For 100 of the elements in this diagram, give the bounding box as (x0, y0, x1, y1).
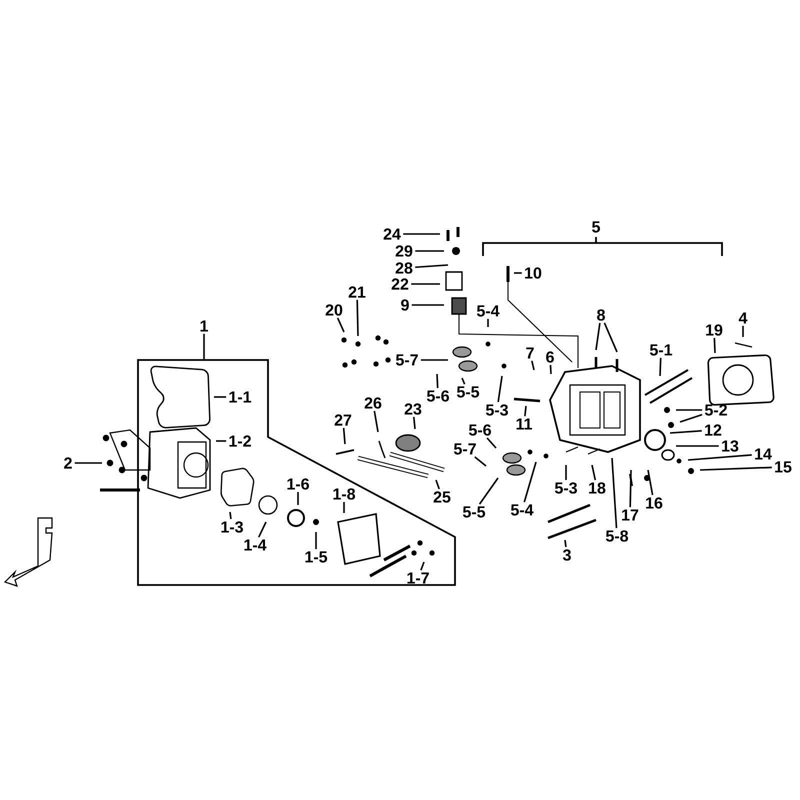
leader-line (461, 378, 466, 384)
callout-number: 5-4 (476, 305, 500, 317)
leader-line (688, 454, 752, 461)
leader-line (742, 326, 744, 337)
leader-line (591, 464, 596, 480)
leader-line (203, 334, 205, 360)
callout-number: 1-3 (221, 521, 243, 533)
callout-number: 10 (525, 267, 542, 279)
callout-number: 11 (516, 418, 532, 430)
leader-line (214, 396, 226, 398)
leader-line (474, 456, 487, 467)
callout-number: 19 (706, 324, 722, 336)
callout-number: 24 (384, 228, 401, 240)
callout-number: 5 (592, 221, 600, 233)
leader-line (258, 522, 267, 538)
leader-line (486, 437, 497, 449)
callout-number: 26 (364, 397, 382, 409)
leader-line (604, 322, 618, 352)
callout-number: 5-3 (486, 404, 508, 416)
callout-number: 16 (646, 497, 662, 509)
leader-line (514, 272, 522, 274)
callout-number: 15 (775, 461, 792, 473)
callout-number: 13 (722, 440, 738, 452)
callout-number: 22 (392, 278, 408, 290)
callout-number: 5-6 (468, 424, 491, 436)
leader-line (700, 466, 772, 471)
leader-line (412, 304, 444, 306)
leader-line (436, 374, 438, 388)
callout-number: 2 (64, 457, 72, 469)
callout-number: 1-6 (287, 478, 309, 490)
leader-line (343, 502, 345, 513)
leader-line (74, 462, 102, 464)
leader-line (478, 478, 499, 505)
callout-number: 25 (434, 491, 450, 503)
leader-line (497, 376, 503, 402)
leader-line (676, 445, 719, 447)
callout-number: 1-5 (305, 551, 328, 563)
leader-line (550, 364, 552, 374)
leader-line (531, 360, 535, 370)
callout-number: 29 (396, 245, 412, 257)
leader-line (374, 410, 379, 432)
callout-number: 5-5 (462, 506, 486, 518)
callout-number: 1-4 (244, 540, 266, 550)
leader-line (411, 283, 440, 285)
callout-number: 20 (326, 304, 342, 316)
callout-number: 21 (348, 286, 366, 298)
callout-number: 1-2 (229, 435, 251, 447)
leader-line (420, 562, 425, 570)
leader-line (676, 409, 702, 411)
leader-line (680, 414, 702, 423)
leader-line (647, 470, 654, 496)
callout-number: 28 (396, 262, 412, 274)
callout-number: 5-5 (456, 386, 480, 398)
callout-number: 5-7 (454, 443, 476, 455)
callout-number: 9 (401, 299, 409, 311)
leader-line (714, 338, 716, 354)
callout-number: 8 (597, 309, 605, 321)
leader-line (611, 458, 618, 528)
callout-number: 1-1 (229, 392, 252, 402)
callout-number: 5-6 (426, 390, 449, 402)
callout-number: 1-7 (407, 572, 429, 584)
callout-number: 7 (526, 348, 534, 358)
leader-line (629, 470, 632, 508)
leader-line (315, 532, 317, 550)
callout-number: 12 (705, 424, 722, 436)
leader-line (487, 318, 489, 327)
leader-line (565, 465, 567, 480)
leader-line (524, 406, 527, 416)
callout-number: 1-8 (333, 488, 356, 500)
callout-number: 4 (738, 312, 748, 324)
callout-number: 1 (200, 320, 208, 332)
leader-line (356, 300, 359, 336)
callout-number: 5-3 (554, 482, 577, 494)
callout-number: 18 (589, 482, 606, 494)
leader-line (595, 322, 601, 350)
callout-number: 6 (546, 351, 554, 363)
leader-line (297, 492, 299, 505)
leader-line (216, 440, 226, 442)
leader-line (415, 264, 448, 268)
callout-number: 27 (334, 414, 352, 426)
callout-number: 5-1 (650, 344, 672, 356)
leader-line (229, 512, 232, 520)
leader-line (415, 250, 444, 252)
callout-number: 5-2 (704, 404, 727, 416)
leader-line (413, 416, 416, 430)
leader-line (403, 233, 440, 235)
leader-line (420, 359, 448, 361)
callout-number: 14 (755, 448, 772, 460)
callout-number: 5-4 (510, 504, 534, 516)
callout-number: 17 (622, 510, 638, 520)
leader-line (435, 480, 440, 490)
callout-number: 5-7 (396, 354, 418, 366)
callout-number: 3 (562, 549, 571, 561)
leader-line (524, 462, 537, 502)
leader-line (659, 358, 662, 376)
leader-line (564, 540, 567, 548)
callout-number: 23 (404, 403, 422, 415)
leader-line (670, 430, 702, 434)
leader-line (336, 318, 345, 332)
leader-line (342, 428, 346, 444)
